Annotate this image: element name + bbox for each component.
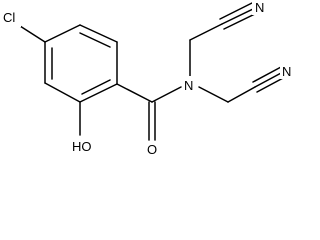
- ring-double-bond: [81, 79, 111, 95]
- ch2-c-bond-upper: [189, 23, 223, 41]
- molecule-drawing: Cl HO O N N N: [3, 0, 292, 157]
- amide-nitrogen-label: N: [184, 78, 193, 93]
- nitrile-triple-bond-lower: [252, 66, 286, 93]
- ch2-c-bond-lower: [227, 86, 256, 103]
- cl-bond: [19, 25, 46, 43]
- nitrile-triple-bond-upper: [219, 2, 258, 30]
- nitrile-nitrogen-lower-label: N: [282, 64, 291, 79]
- hydroxyl-label: HO: [72, 139, 92, 154]
- structure-canvas: Cl HO O N N N: [3, 0, 292, 157]
- ring-double-bond: [79, 32, 111, 48]
- nitrile-nitrogen-upper-label: N: [255, 0, 264, 15]
- ring-bond: [79, 83, 118, 103]
- amide-bond: [151, 86, 182, 103]
- benzene-ring: [44, 24, 118, 103]
- n-ch2-bond-lower: [198, 86, 229, 103]
- ring-bond: [44, 82, 81, 103]
- chlorine-label: Cl: [3, 10, 15, 25]
- carbonyl-oxygen-label: O: [147, 142, 157, 157]
- ring-bond: [79, 24, 118, 43]
- ring-carbonyl-bond: [116, 83, 153, 103]
- ring-bond: [44, 24, 81, 43]
